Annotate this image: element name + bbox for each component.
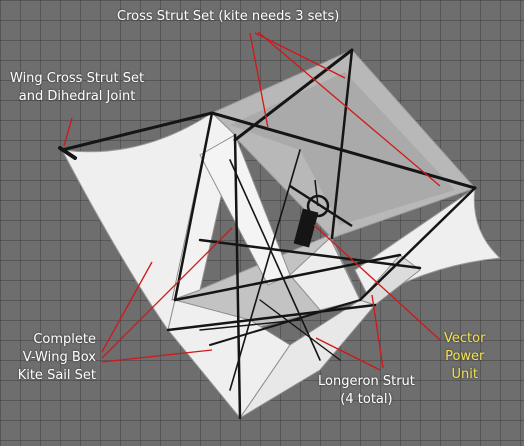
motor-body [293,208,319,248]
label-vector-line-1: Vector [444,331,486,346]
cross-strut-low-1 [166,303,377,332]
propeller-blade [289,184,353,228]
diag-strut-1 [229,159,321,361]
label-complete-sail-line-2: V-Wing Box [22,350,96,365]
label-complete-sail-set: Complete V-Wing Box Kite Sail Set [18,331,96,385]
diag-strut-4 [199,319,301,331]
label-complete-sail-line-1: Complete [33,332,96,347]
vector-power-unit [289,179,353,248]
cross-strut-mid-2 [173,253,402,302]
bottom-sail-panel-far [359,254,421,306]
label-longeron-line-2: (4 total) [340,392,393,407]
leader-lines [63,31,441,371]
wing-strut-stub [58,146,77,160]
leader-wing-strut [63,117,73,147]
label-wing-cross-strut: Wing Cross Strut Set and Dihedral Joint [10,70,144,106]
longeron-3 [358,186,477,302]
longeron-2 [330,48,354,240]
leader-cross-strut-3 [257,31,441,187]
cross-strut-low-2 [209,299,361,346]
strut-frame [58,48,477,420]
diag-strut-3 [259,299,341,361]
propeller-shaft [314,179,319,207]
leader-cross-strut-1 [249,32,269,129]
leader-longeron-1 [371,294,384,369]
wing-cross-strut [60,111,214,152]
leader-cross-strut-2 [254,32,346,79]
label-vector-power-unit: Vector Power Unit [444,330,485,384]
leader-sail-1 [101,261,153,353]
leader-longeron-2 [315,337,381,371]
longeron-1 [173,111,214,302]
leader-sail-3 [101,349,213,363]
label-vector-line-2: Power [445,349,485,364]
propeller-hub [306,194,330,218]
diag-strut-2 [229,149,301,391]
label-longeron-line-1: Longeron Strut [318,374,415,389]
label-vector-line-3: Unit [451,367,478,382]
cross-strut-mid-1 [198,238,422,270]
label-wing-cross-strut-line-1: Wing Cross Strut Set [10,71,145,86]
leader-sail-2 [101,227,233,359]
label-longeron-strut: Longeron Strut (4 total) [318,373,415,409]
label-complete-sail-line-3: Kite Sail Set [17,368,96,383]
longeron-4 [233,133,242,420]
leader-vector [313,224,441,341]
label-cross-strut-set: Cross Strut Set (kite needs 3 sets) [117,9,340,24]
label-wing-cross-strut-line-2: and Dihedral Joint [18,89,136,104]
cross-strut-top-2 [233,48,354,142]
